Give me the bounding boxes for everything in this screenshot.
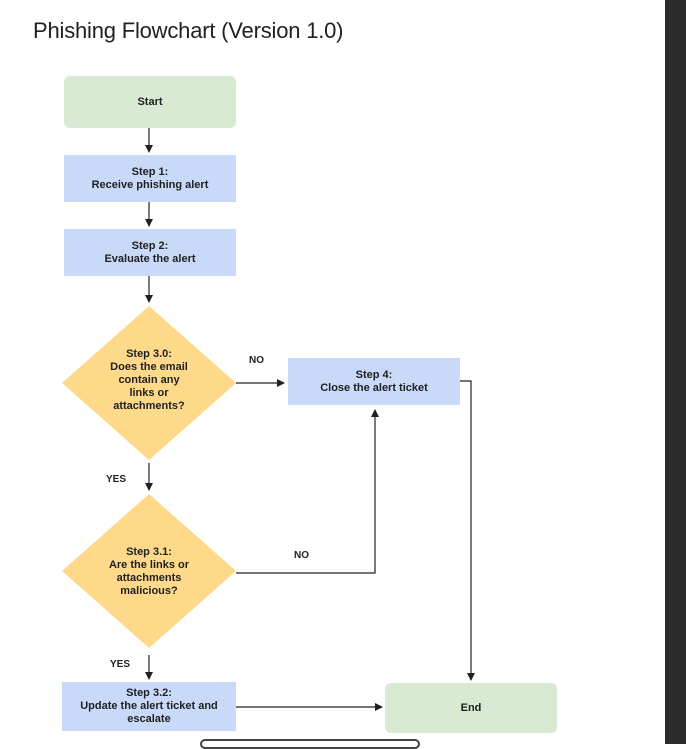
node-step-3-1-label: Step 3.1: Are the links or attachments m… (108, 546, 190, 597)
node-step-4: Step 4: Close the alert ticket (288, 358, 460, 405)
edge-label-step3-1-no: NO (294, 550, 309, 561)
node-step-2-label: Step 2: Evaluate the alert (104, 239, 196, 265)
node-step-1-label: Step 1: Receive phishing alert (91, 165, 209, 191)
node-end-label: End (460, 701, 482, 714)
node-end: End (385, 683, 557, 733)
node-start-label: Start (137, 95, 163, 108)
bottom-overlay-bar (200, 739, 420, 749)
right-scroll-region (665, 0, 686, 744)
decision-diamond-step-3-0 (62, 306, 236, 460)
arrow-step3-1-no-to-step4 (236, 409, 379, 574)
node-start: Start (64, 76, 236, 128)
page-title: Phishing Flowchart (Version 1.0) (33, 18, 344, 43)
node-step-4-label: Step 4: Close the alert ticket (320, 368, 428, 394)
node-step-2: Step 2: Evaluate the alert (64, 229, 236, 276)
edge-label-step3-1-yes: YES (110, 659, 131, 670)
arrow-step4-to-end (460, 380, 475, 681)
node-step-3-2-label: Step 3.2: Update the alert ticket and es… (80, 687, 218, 725)
node-step-3-0-label: Step 3.0: Does the email contain any lin… (110, 348, 188, 412)
edge-label-step3-0-yes: YES (106, 474, 127, 485)
node-step-3-2: Step 3.2: Update the alert ticket and es… (62, 682, 236, 731)
decision-diamond-step-3-1 (62, 494, 236, 648)
edge-label-step3-0-no: NO (249, 355, 264, 366)
node-step-1: Step 1: Receive phishing alert (64, 155, 236, 202)
